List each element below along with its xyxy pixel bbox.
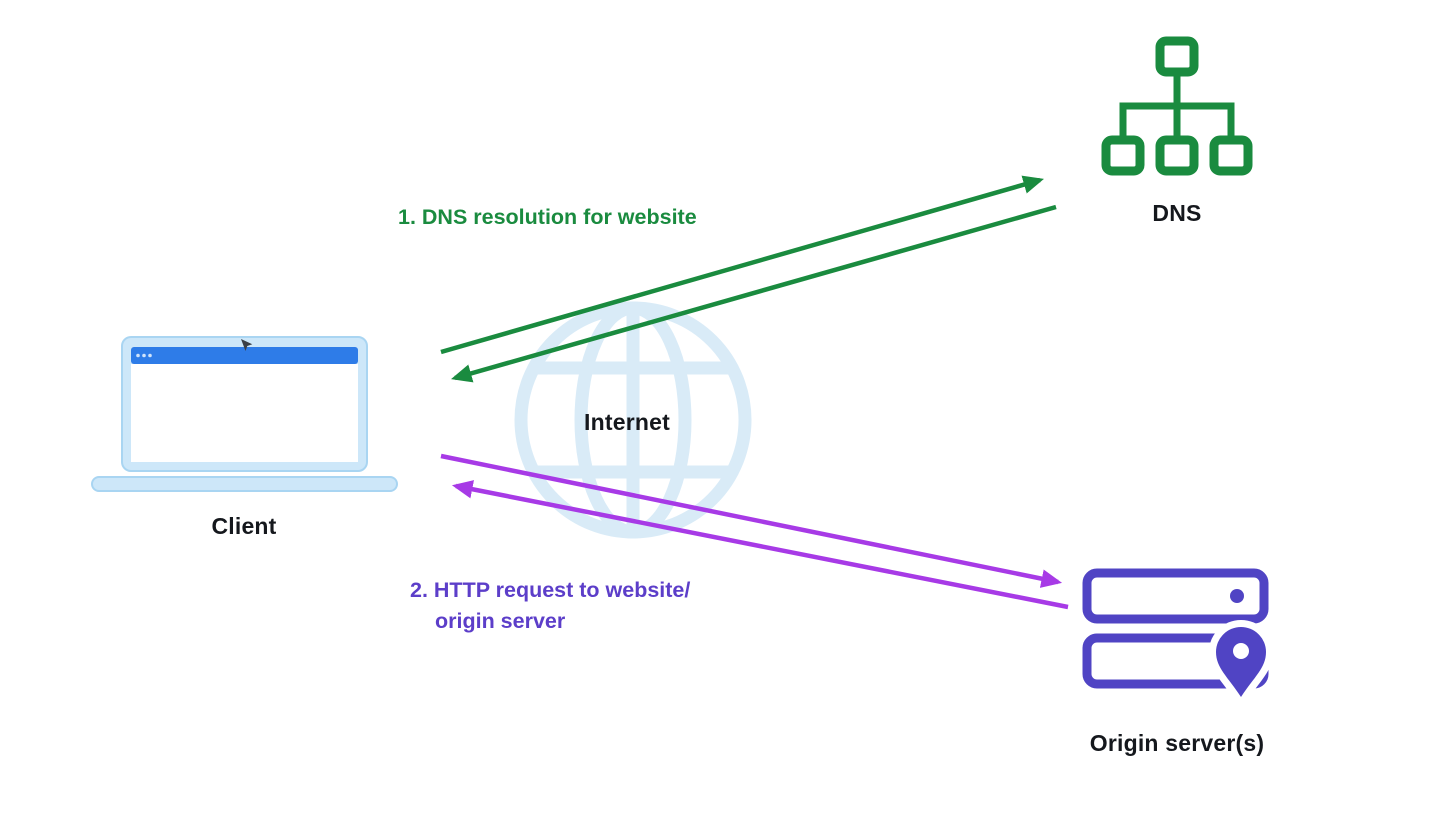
http-arrows [440,453,1069,610]
location-pin-icon [1216,627,1266,697]
location-pin-center [1233,643,1249,659]
dns-request-arrow [440,175,1044,355]
origin-server-label: Origin server(s) [1089,730,1265,756]
origin-server-icon [1082,568,1274,710]
dns-response-arrow [451,204,1057,383]
server-rack-top [1082,568,1269,624]
step2-line1: 2. HTTP request to website/ [410,578,691,602]
dns-arrows [440,175,1057,383]
window-dot-icon [142,353,146,358]
step2-line2: origin server [435,609,566,633]
dns-label: DNS [1152,200,1202,226]
http-request-arrow [440,453,1063,588]
window-dot-icon [148,353,152,358]
client-laptop-icon [91,336,398,492]
client-label: Client [211,513,277,539]
step1-dns-resolution-label: 1. DNS resolution for website [398,205,697,229]
laptop-browser-bar [131,347,358,364]
http-response-arrow [451,480,1069,610]
window-dot-icon [136,353,140,358]
cursor-icon [241,339,253,351]
dns-tree-icon [1101,36,1253,176]
server-led-dot [1230,589,1244,603]
laptop-screen-content [131,364,358,462]
laptop-base [91,476,398,492]
internet-label: Internet [584,409,670,435]
step2-http-request-label: 2. HTTP request to website/ origin serve… [410,575,690,637]
